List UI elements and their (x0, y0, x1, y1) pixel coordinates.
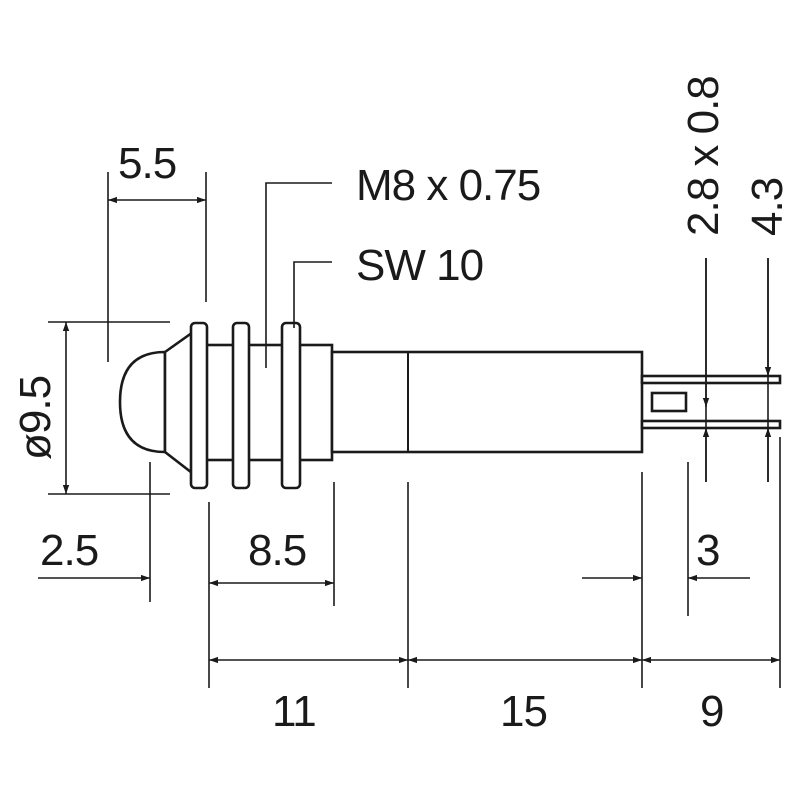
label-tip-offset: 2.5 (40, 526, 98, 575)
dimension-lines (38, 196, 780, 664)
label-diameter: ø9.5 (11, 376, 60, 460)
label-front-length: 11 (272, 687, 316, 736)
label-tip-width: 5.5 (118, 139, 176, 188)
pin-bottom (640, 419, 782, 430)
label-pin-offset: 3 (696, 526, 719, 575)
label-wrench-size: SW 10 (356, 241, 483, 290)
hex-nut-2 (280, 321, 302, 490)
label-pin-length: 9 (700, 687, 723, 736)
front-flange (189, 321, 209, 490)
label-thread: M8 x 0.75 (356, 161, 540, 210)
dimension-labels: 5.5 M8 x 0.75 SW 10 ø9.5 2.5 8.5 3 11 15… (11, 76, 792, 736)
label-pin-size: 2.8 x 0.8 (679, 76, 728, 236)
lens-dome (118, 350, 167, 454)
pin-spacer (650, 391, 688, 413)
pin-top (640, 374, 782, 385)
label-pin-spacing: 4.3 (743, 178, 792, 236)
leader-lines (265, 182, 332, 368)
hex-nut-1 (231, 321, 251, 490)
label-body-length: 15 (500, 687, 547, 736)
main-body (330, 350, 644, 454)
label-thread-length: 8.5 (248, 526, 306, 575)
indicator-lamp-body (118, 321, 782, 490)
